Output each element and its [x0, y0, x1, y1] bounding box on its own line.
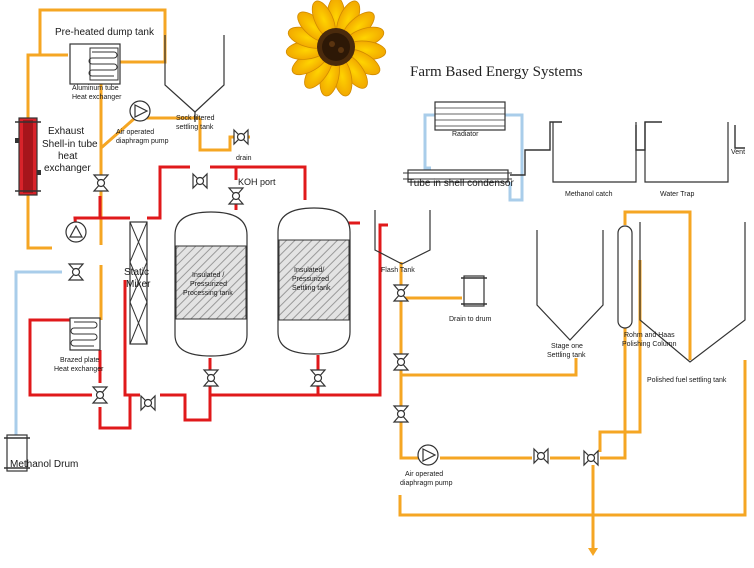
label-rohm-2: Polishing Column [622, 341, 677, 348]
valve-process-inlet[interactable] [192, 173, 208, 189]
label-settle-1: Insulated/ [294, 267, 324, 274]
polished-fuel-settling-tank [639, 222, 746, 363]
air-diaphragm-pump-top [129, 100, 151, 122]
label-drain-drum: Drain to drum [449, 316, 492, 323]
label-alu-hx-1: Aluminum tube [72, 85, 119, 92]
air-diaphragm-pump-bottom [417, 444, 439, 466]
valve-bottom-line[interactable] [533, 448, 549, 464]
valve-bottom-right[interactable] [583, 450, 599, 466]
label-methanol-drum: Methanol Drum [10, 459, 78, 470]
valve-flash-low[interactable] [393, 405, 409, 423]
tube-in-shell-condenser [403, 169, 512, 183]
sock-settling-tank [164, 35, 225, 122]
static-mixer [129, 221, 148, 345]
valve-koh[interactable] [228, 187, 244, 205]
label-polished: Polished fuel settling tank [647, 377, 727, 384]
label-pump-bot-2: diaphragm pump [400, 480, 453, 487]
label-static-1: Static [124, 267, 149, 278]
label-koh: KOH port [238, 177, 276, 187]
processing-tank [174, 211, 248, 357]
label-methanol-catch: Methanol catch [565, 191, 613, 198]
label-brazed-2: Heat exchanger [54, 366, 104, 373]
label-exhaust-4: exchanger [44, 163, 91, 174]
label-brazed-1: Brazed plate [60, 357, 99, 364]
label-stage1-2: Settling tank [547, 352, 586, 359]
label-radiator: Radiator [452, 131, 479, 138]
drain-valve[interactable] [233, 129, 249, 145]
label-proc-2: Pressurized [190, 281, 227, 288]
methanol-drum [4, 434, 30, 472]
brazed-plate-heat-exchanger [69, 317, 101, 351]
water-trap-tank [644, 122, 729, 183]
label-settle-3: Settling tank [292, 285, 331, 292]
label-condenser: Tube in shell condensor [408, 178, 514, 189]
label-vent: Vent [731, 149, 745, 156]
valve-exhaust[interactable] [93, 174, 109, 192]
exhaust-heat-exchanger [15, 117, 41, 196]
label-proc-1: Insulated / [192, 272, 224, 279]
label-flash-tank: Flash Tank [381, 267, 415, 274]
label-settle-2: Pressurized [292, 276, 329, 283]
label-dump-tank: Pre-heated dump tank [55, 27, 155, 38]
radiator [434, 101, 506, 131]
diagram-title: Farm Based Energy Systems [410, 64, 583, 80]
valve-methanol[interactable] [68, 263, 84, 281]
label-pump-bot-1: Air operated [405, 471, 443, 478]
blue-cool-lines [14, 113, 524, 435]
aluminum-heat-exchanger [69, 43, 121, 85]
label-stage1-1: Stage one [551, 343, 583, 350]
label-alu-hx-2: Heat exchanger [72, 94, 122, 101]
label-water-trap: Water Trap [660, 191, 694, 198]
valve-brazed-out[interactable] [92, 386, 108, 404]
sunflower-icon [285, 0, 387, 97]
valve-process-drain[interactable] [203, 369, 219, 387]
valve-flash-mid[interactable] [393, 353, 409, 371]
pump-left [65, 221, 87, 243]
valve-bottom-mid[interactable] [140, 395, 156, 411]
outlet-arrow-icon [588, 548, 598, 556]
polishing-column [617, 225, 633, 329]
label-exhaust-1: Exhaust [48, 126, 84, 137]
label-pump-top-1: Air operated [116, 129, 154, 136]
label-drain: drain [236, 155, 252, 162]
label-exhaust-2: Shell-in tube [42, 139, 98, 150]
flash-tank [374, 210, 431, 265]
label-sock-1: Sock filtered [176, 115, 215, 122]
stage-one-settling-tank [536, 230, 604, 341]
methanol-catch-tank [552, 122, 637, 183]
label-pump-top-2: diaphragm pump [116, 138, 169, 145]
label-proc-3: Processing tank [183, 290, 233, 297]
valve-flash[interactable] [393, 284, 409, 302]
valve-settle-drain[interactable] [310, 369, 326, 387]
label-static-2: Mixer [126, 279, 151, 290]
settling-tank [277, 207, 351, 355]
drain-drum [461, 275, 487, 307]
red-hot-lines [28, 165, 388, 430]
label-exhaust-3: heat [58, 151, 78, 162]
label-sock-2: settling tank [176, 124, 214, 131]
label-rohm-1: Rohm and Haas [624, 332, 675, 339]
black-vent-lines [510, 121, 745, 176]
